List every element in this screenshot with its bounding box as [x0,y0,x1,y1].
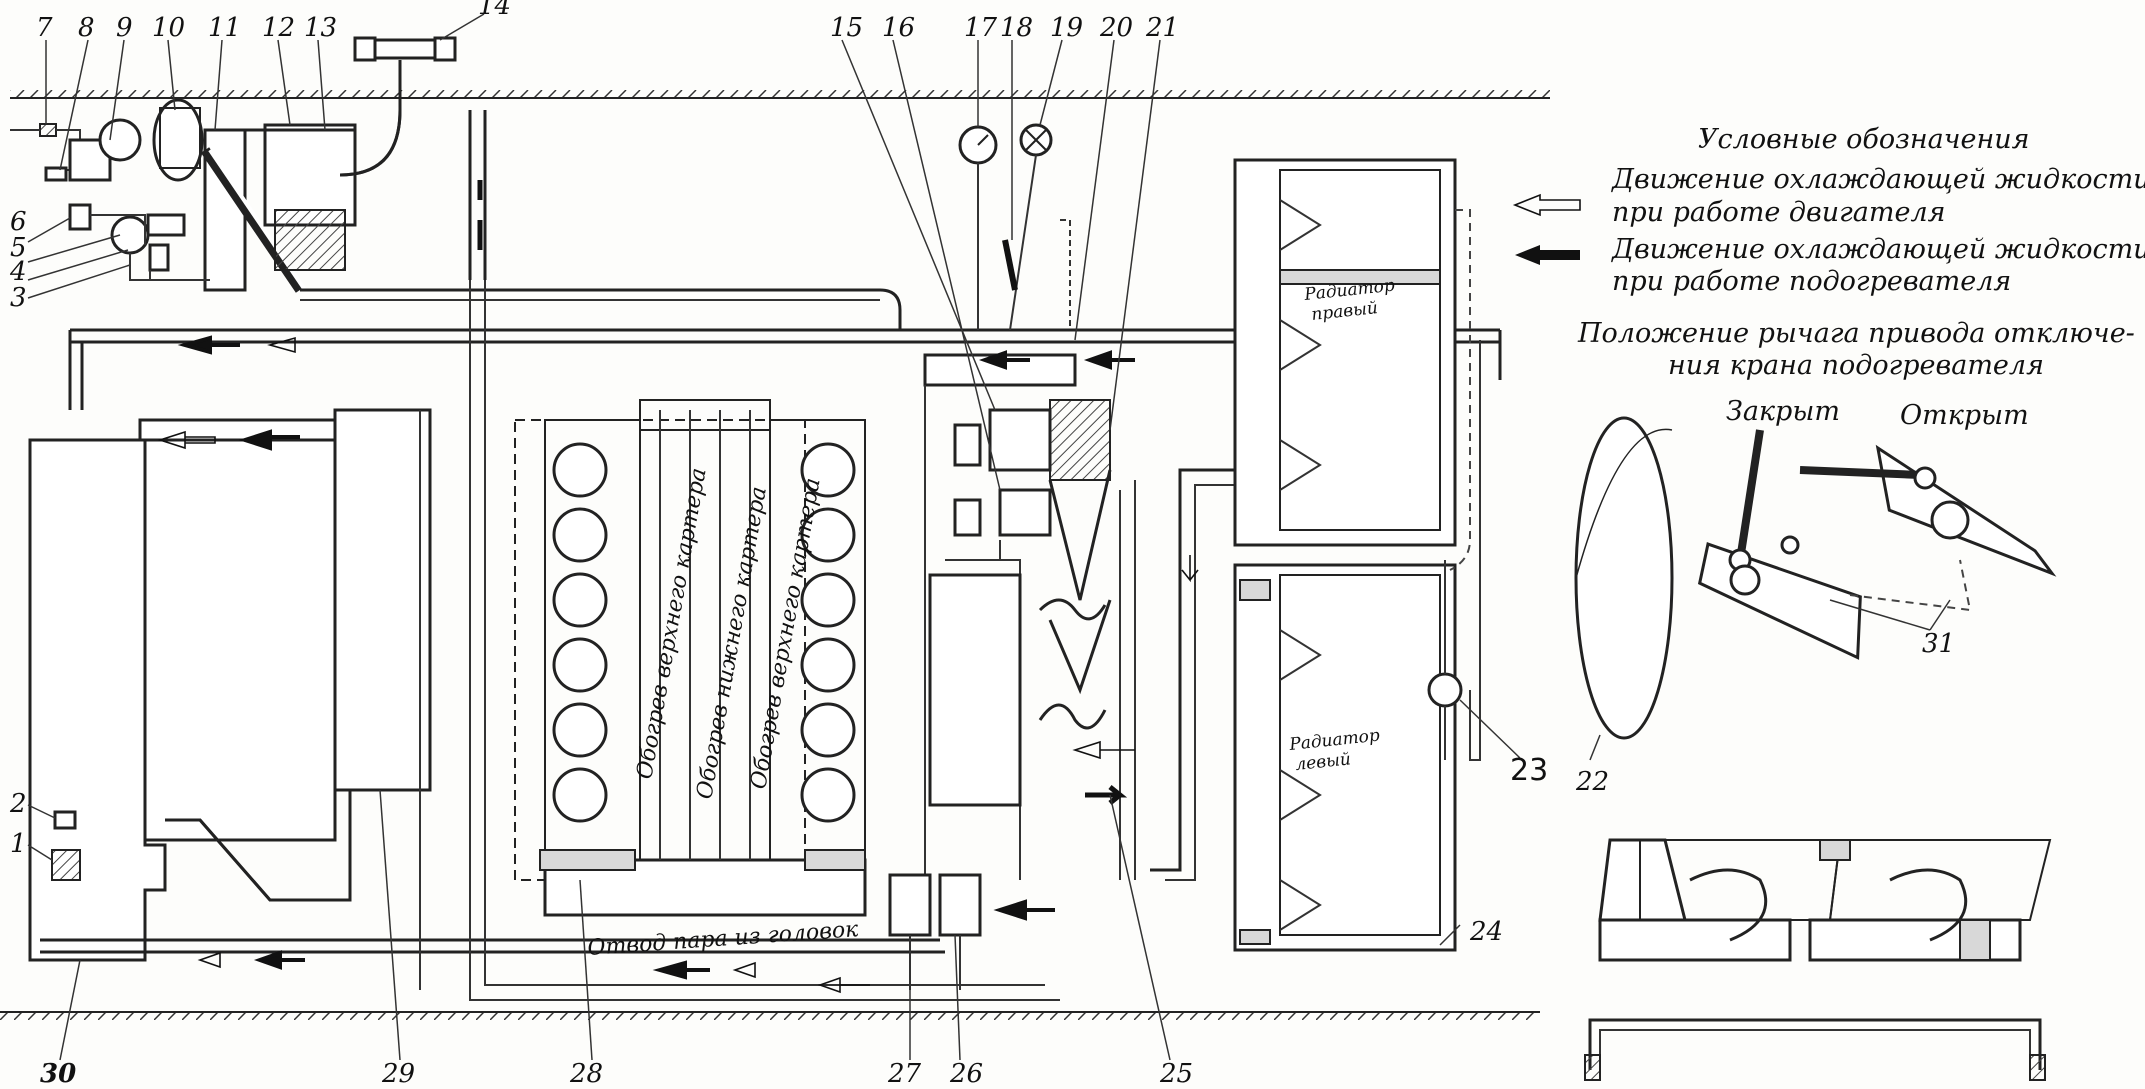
fan-disk [1574,416,1674,740]
lever-closed-label: Закрыт [1726,396,1840,427]
left-cylinder-bank [552,442,608,823]
gauge-19 [1002,123,1071,331]
callout-25: 25 [1159,1059,1193,1089]
callout-22: 22 [1575,767,1609,797]
legend-engine-line1: Движение охлаждающей жидкости [1611,164,2145,195]
thermostat-block [923,353,1240,881]
radiator-right [1233,158,1457,547]
callout-16: 16 [882,13,915,43]
legend-lever-line1: Положение рычага привода отключе- [1577,318,2135,349]
legend-engine-arrow [1512,193,1581,217]
callout-1: 1 [10,829,27,859]
flow-arrows [157,180,1199,994]
radiator-pipes [1427,209,1481,761]
callout-11: 11 [208,13,241,43]
left-tank [28,408,945,962]
callout-18: 18 [1000,13,1033,43]
lever-open-label: Открыт [1900,400,2029,431]
lever-open [1799,444,2057,612]
legend-engine-line2: при работе двигателя [1612,197,1946,228]
inset-radiator-assembly [1584,838,2052,1081]
legend-title: Условные обозначения [1698,124,2030,155]
callout-29: 29 [381,1059,415,1089]
callout-14: 14 [478,0,511,21]
legend-heater-line1: Движение охлаждающей жидкости [1611,234,2145,265]
hull-bottom-line [0,1011,1540,1020]
callout-17: 17 [964,13,998,43]
callout-4: 4 [9,257,27,287]
callout-5: 5 [10,233,27,263]
engine-block [514,399,867,917]
label-upper-case-1: Обогрев верхнего картера [632,466,711,781]
legend-heater-arrow [1515,245,1580,265]
right-cylinder-bank [800,442,856,823]
callout-24: 24 [1469,917,1503,947]
callout-27: 27 [887,1059,922,1089]
callout-12: 12 [262,13,295,43]
callout-26: 26 [949,1059,983,1089]
heater-unit [10,36,457,293]
callout-31: 31 [1922,629,1955,659]
callout-2: 2 [9,789,27,819]
callout-19: 19 [1050,13,1083,43]
callout-7: 7 [36,13,53,43]
radiator-left [1233,563,1457,952]
callout-23: 23 [1510,753,1548,788]
callout-20: 20 [1099,13,1133,43]
callout-3: 3 [10,283,27,313]
legend-heater-line2: при работе подогревателя [1612,266,2011,297]
callout-8: 8 [78,13,95,43]
callout-9: 9 [116,13,133,43]
legend-lever-line2: ния крана подогревателя [1668,350,2044,381]
callout-30: 30 [40,1059,76,1089]
callout-10: 10 [152,13,185,43]
callout-13: 13 [304,13,337,43]
callout-28: 28 [569,1059,603,1089]
leader-lines [27,13,1951,1061]
callout-21: 21 [1145,13,1179,43]
lever-closed [1697,429,1862,660]
gauge-17 [958,125,998,330]
water-pumps [888,873,982,990]
steam-outlet-label: Отвод пара из головок [587,917,860,961]
callout-15: 15 [830,13,863,43]
hull-top-line [10,90,1550,99]
callout-6: 6 [10,207,27,237]
